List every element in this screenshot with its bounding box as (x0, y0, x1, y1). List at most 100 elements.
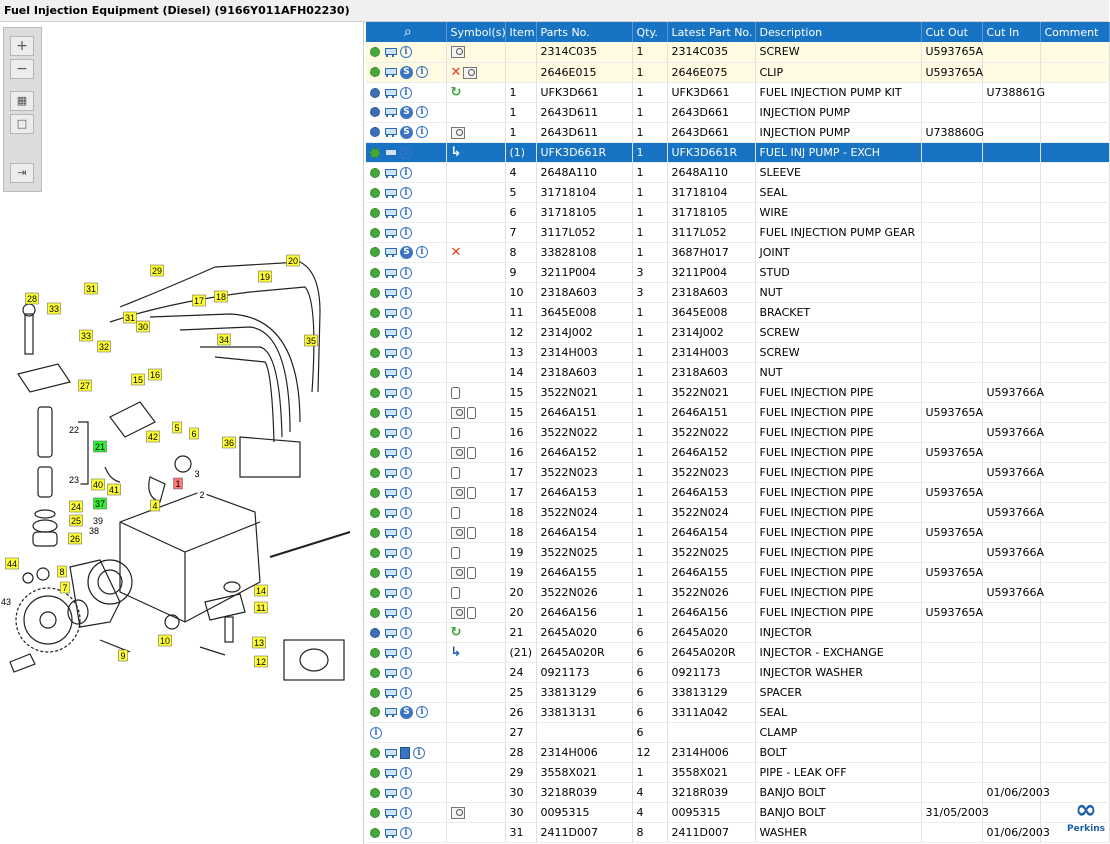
callout-label-14[interactable]: 14 (254, 584, 268, 597)
info-icon[interactable]: i (400, 546, 412, 559)
info-icon[interactable]: i (400, 306, 412, 319)
info-icon[interactable]: i (370, 726, 382, 739)
service-exchange-icon[interactable]: S (400, 65, 413, 79)
kit-options-icon[interactable] (370, 627, 380, 638)
info-icon[interactable]: i (400, 266, 412, 279)
column-header-parts-no[interactable]: Parts No. (536, 22, 633, 42)
part-options-icon[interactable] (370, 467, 380, 478)
add-to-cart-icon[interactable] (383, 127, 397, 138)
info-icon[interactable]: i (400, 686, 412, 699)
view-detail-icon[interactable] (450, 46, 465, 59)
add-to-cart-icon[interactable] (383, 228, 397, 238)
column-header-cut-out[interactable]: Cut Out (921, 22, 983, 42)
callout-label-37[interactable]: 37 (93, 497, 107, 510)
part-options-icon[interactable] (370, 687, 380, 698)
zoom-in-icon[interactable]: + (10, 36, 34, 56)
part-options-icon[interactable] (370, 587, 380, 598)
info-icon[interactable]: i (400, 486, 412, 499)
part-options-icon[interactable] (370, 247, 380, 258)
kit-options-icon[interactable] (370, 87, 380, 98)
add-to-cart-icon[interactable] (383, 67, 397, 78)
info-icon[interactable]: i (400, 186, 412, 199)
add-to-cart-icon[interactable] (383, 488, 397, 498)
service-exchange-icon[interactable]: S (400, 105, 413, 119)
search-icon[interactable]: ⌕ (403, 24, 412, 40)
part-options-icon[interactable] (370, 647, 380, 658)
column-header-cut-in[interactable]: Cut In (982, 22, 1041, 42)
info-icon[interactable]: i (400, 626, 412, 639)
add-to-cart-icon[interactable] (383, 148, 397, 158)
view-detail-icon[interactable] (450, 606, 465, 619)
add-to-cart-icon[interactable] (383, 568, 397, 578)
kit-options-icon[interactable] (370, 127, 380, 138)
info-icon[interactable]: i (400, 566, 412, 579)
callout-label-32[interactable]: 32 (97, 340, 111, 353)
callout-label-19[interactable]: 19 (258, 270, 272, 283)
add-to-cart-icon[interactable] (383, 308, 397, 318)
callout-label-29[interactable]: 29 (150, 264, 164, 277)
add-to-cart-icon[interactable] (383, 428, 397, 438)
callout-label-8[interactable]: 8 (57, 565, 67, 578)
service-exchange-icon[interactable]: S (400, 705, 413, 719)
view-detail-icon[interactable] (450, 526, 465, 539)
add-to-cart-icon[interactable] (383, 247, 397, 258)
info-icon[interactable]: i (400, 46, 412, 59)
callout-label-33[interactable]: 33 (79, 329, 93, 342)
add-to-cart-icon[interactable] (383, 168, 397, 178)
callout-label-1[interactable]: 1 (173, 477, 183, 490)
part-options-icon[interactable] (370, 807, 380, 818)
part-options-icon[interactable] (370, 267, 380, 278)
view-detail-icon[interactable] (450, 566, 465, 579)
column-header-comment[interactable]: Comment (1040, 22, 1110, 42)
callout-label-25[interactable]: 25 (69, 514, 83, 527)
info-icon[interactable]: i (400, 366, 412, 379)
add-to-cart-icon[interactable] (383, 288, 397, 298)
callout-label-43[interactable]: 43 (0, 596, 13, 607)
add-to-cart-icon[interactable] (383, 548, 397, 558)
part-options-icon[interactable] (370, 307, 380, 318)
view-detail-icon[interactable] (463, 66, 478, 79)
info-icon[interactable]: i (400, 646, 412, 659)
part-options-icon[interactable] (370, 747, 380, 758)
part-options-icon[interactable] (370, 767, 380, 778)
callout-label-24[interactable]: 24 (69, 500, 83, 513)
callout-label-26[interactable]: 26 (68, 532, 82, 545)
info-icon[interactable]: i (416, 106, 428, 119)
callout-label-2[interactable]: 2 (197, 489, 207, 500)
add-to-cart-icon[interactable] (383, 748, 397, 758)
part-options-icon[interactable] (370, 707, 380, 718)
view-detail-icon[interactable] (450, 486, 465, 499)
part-options-icon[interactable] (370, 387, 380, 398)
callout-label-17[interactable]: 17 (192, 294, 206, 307)
info-icon[interactable]: i (400, 406, 412, 419)
add-to-cart-icon[interactable] (383, 107, 397, 118)
part-options-icon[interactable] (370, 447, 380, 458)
callout-label-41[interactable]: 41 (107, 483, 121, 496)
callout-label-10[interactable]: 10 (158, 634, 172, 647)
callout-label-12[interactable]: 12 (254, 655, 268, 668)
callout-label-31[interactable]: 31 (84, 282, 98, 295)
info-icon[interactable]: i (416, 66, 428, 79)
info-icon[interactable]: i (400, 206, 412, 219)
callout-label-23[interactable]: 23 (67, 474, 81, 485)
callout-label-44[interactable]: 44 (5, 557, 19, 570)
callout-label-33[interactable]: 33 (47, 302, 61, 315)
